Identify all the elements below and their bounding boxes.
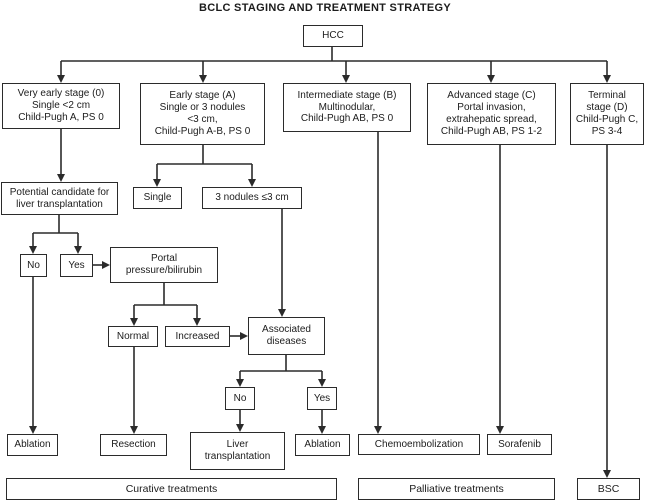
node-three-nodules: 3 nodules ≤3 cm <box>202 187 302 209</box>
connector-yes-to-portal <box>93 261 110 269</box>
connector-stageA-split <box>153 145 256 187</box>
node-portal-pressure: Portal pressure/bilirubin <box>110 247 218 283</box>
node-advanced-stage-c: Advanced stage (C) Portal invasion, extr… <box>427 83 556 145</box>
connector-candidate-split <box>29 215 82 254</box>
connector-associated-split <box>236 355 326 387</box>
connector-stage0-to-candidate <box>57 129 65 182</box>
node-hcc: HCC <box>303 25 363 47</box>
connector-nodules-to-associated <box>278 209 286 317</box>
connector-yes-to-ablation2 <box>318 410 326 434</box>
connector-no-to-livertx <box>236 410 244 432</box>
node-early-stage-a: Early stage (A) Single or 3 nodules <3 c… <box>140 83 265 145</box>
node-bsc: BSC <box>577 478 640 500</box>
node-curative-treatments: Curative treatments <box>6 478 337 500</box>
node-associated-diseases: Associated diseases <box>248 317 325 355</box>
connector-portal-split <box>130 283 201 326</box>
node-no-transplant: No <box>20 254 47 277</box>
connector-no-to-ablation <box>29 277 37 434</box>
connector-stageB-to-chemo <box>374 132 382 434</box>
node-ablation-1: Ablation <box>7 434 58 456</box>
node-normal: Normal <box>108 326 158 347</box>
node-transplant-candidate: Potential candidate for liver transplant… <box>1 182 118 215</box>
node-chemoembolization: Chemoembolization <box>358 434 480 455</box>
node-palliative-treatments: Palliative treatments <box>358 478 555 500</box>
node-single: Single <box>133 187 182 209</box>
connector-stageD-to-bsc <box>603 145 611 478</box>
connector-hcc-to-stages <box>57 47 611 83</box>
node-yes-transplant: Yes <box>60 254 93 277</box>
node-liver-transplantation: Liver transplantation <box>190 432 285 470</box>
node-increased: Increased <box>165 326 230 347</box>
node-very-early-stage-0: Very early stage (0) Single <2 cm Child-… <box>2 83 120 129</box>
node-terminal-stage-d: Terminal stage (D) Child-Pugh C, PS 3-4 <box>570 83 644 145</box>
connector-normal-to-resection <box>130 347 138 434</box>
node-intermediate-stage-b: Intermediate stage (B) Multinodular, Chi… <box>283 83 411 132</box>
connector-stageC-to-sorafenib <box>496 145 504 434</box>
connector-increased-to-associated <box>230 332 248 340</box>
node-resection: Resection <box>100 434 167 456</box>
node-yes-diseases: Yes <box>307 387 337 410</box>
figure-title: BCLC STAGING AND TREATMENT STRATEGY <box>198 2 452 14</box>
node-sorafenib: Sorafenib <box>487 434 552 455</box>
node-no-diseases: No <box>225 387 255 410</box>
node-ablation-2: Ablation <box>295 434 350 456</box>
